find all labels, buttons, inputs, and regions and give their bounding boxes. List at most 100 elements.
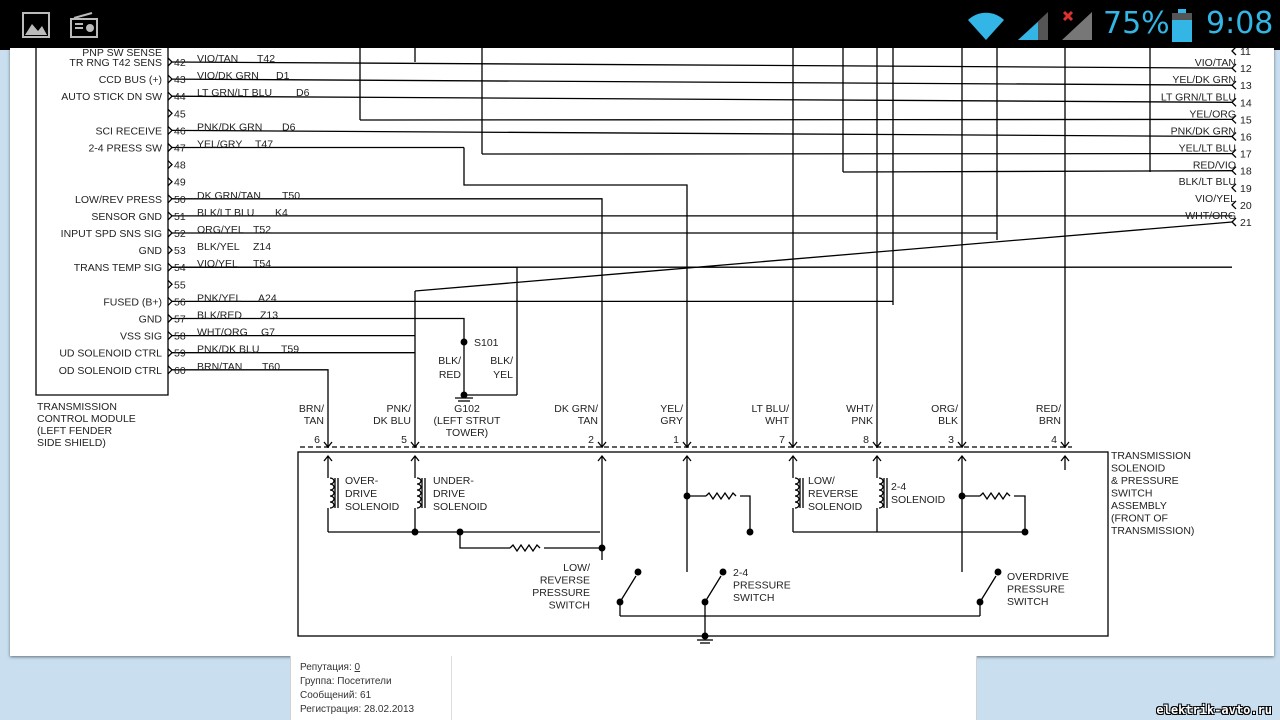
- od-solenoid-label: OVER-: [345, 475, 379, 487]
- switch-blade: [979, 575, 997, 603]
- pin-wire-color: YEL/GRY: [197, 139, 242, 151]
- registered-row: Регистрация: 28.02.2013: [300, 704, 415, 715]
- pin-number: 43: [174, 74, 186, 86]
- pin-circuit: G7: [261, 327, 275, 339]
- module-pin-label: TRANS TEMP SIG: [74, 262, 162, 274]
- pin-wire-color: BLK/YEL: [197, 241, 240, 253]
- connector-pin: 2: [588, 434, 594, 446]
- connector-wire-color: RED/VIO: [1193, 160, 1236, 172]
- splice-wire: RED: [439, 369, 462, 381]
- pin-number: 60: [174, 365, 186, 377]
- connector-wire-label: BRN: [1039, 415, 1061, 427]
- assembly-label: TRANSMISSION: [1111, 450, 1191, 462]
- pin-wire-color: BLK/RED: [197, 310, 242, 322]
- connector-pin: 4: [1051, 434, 1057, 446]
- connector-wire-label: WHT: [765, 415, 789, 427]
- harness-wire: [171, 95, 1233, 103]
- pin-number: 49: [174, 177, 186, 189]
- module-name: SIDE SHIELD): [37, 437, 106, 449]
- splice-dot: [460, 338, 468, 346]
- assembly-label: TRANSMISSION): [1111, 525, 1194, 537]
- resistor: [509, 543, 541, 553]
- ud-solenoid-label: DRIVE: [433, 488, 465, 500]
- harness-wire: [171, 129, 1233, 138]
- connector-pin: 8: [863, 434, 869, 446]
- assembly-box: [297, 451, 1109, 637]
- pin-number: 57: [174, 314, 186, 326]
- harness-wire: [359, 118, 1233, 121]
- junction-dot: [958, 492, 966, 500]
- junction-dot: [746, 528, 754, 536]
- assembly-label: SOLENOID: [1111, 463, 1166, 475]
- pin-number: 44: [174, 91, 186, 103]
- resistor: [979, 491, 1011, 501]
- lr-switch-label: PRESSURE: [532, 587, 590, 599]
- assembly-label: SWITCH: [1111, 488, 1152, 500]
- pin-number: 45: [174, 108, 186, 120]
- s24-solenoid-label: SOLENOID: [891, 494, 946, 506]
- pin-circuit: A24: [258, 292, 277, 304]
- switch-contact: [634, 568, 642, 576]
- pin-wire-color: BRN/TAN: [197, 361, 242, 373]
- connector-arrow: [957, 441, 967, 449]
- ground-label: TOWER): [446, 427, 488, 439]
- signal-icon: [1018, 12, 1048, 40]
- pin-number: 54: [174, 262, 186, 274]
- harness-wire: [172, 198, 603, 448]
- connector-wire-color: VIO/TAN: [1195, 57, 1236, 69]
- module-pin-label: INPUT SPD SNS SIG: [61, 228, 162, 240]
- connector-wire-label: RED/: [1036, 403, 1061, 415]
- wifi-icon: [968, 12, 1004, 40]
- connector-wire-label: TAN: [578, 415, 598, 427]
- connector-wire-color: VIO/YEL: [1195, 193, 1236, 205]
- connector-wire-label: DK GRN/: [554, 403, 598, 415]
- forum-user-info-panel: Репутация: 0 Группа: Посетители Сообщени…: [290, 656, 977, 720]
- pin-number: 46: [174, 125, 186, 137]
- pin-stub: [167, 279, 173, 289]
- module-pin-label: OD SOLENOID CTRL: [59, 365, 162, 377]
- reputation-link[interactable]: 0: [354, 662, 361, 673]
- switch-contact: [994, 568, 1002, 576]
- module-pin-label: CCD BUS (+): [99, 74, 162, 86]
- connector-pin-number: 17: [1240, 149, 1252, 161]
- image-icon: [22, 12, 50, 38]
- lr-switch-label: REVERSE: [540, 575, 590, 587]
- connector-wire-label: LT BLU/: [751, 403, 789, 415]
- connector-wire-color: YEL/LT BLU: [1179, 143, 1236, 155]
- reputation-row: Репутация: 0: [300, 662, 361, 673]
- od-solenoid-coil: [329, 477, 335, 509]
- ground-dot: [701, 632, 709, 640]
- pin-wire-color: BLK/LT BLU: [197, 207, 254, 219]
- module-pin-label: PNP SW SENSE: [82, 48, 162, 59]
- pin-circuit: D6: [296, 87, 310, 99]
- connector-arrow: [597, 441, 607, 449]
- module-name: (LEFT FENDER: [37, 425, 112, 437]
- pin-stub: [167, 177, 173, 187]
- battery-icon: [1172, 9, 1192, 42]
- radio-icon: [70, 12, 99, 38]
- harness-wire: [172, 369, 329, 448]
- assembly-label: (FRONT OF: [1111, 513, 1168, 525]
- harness-wire: [172, 317, 465, 395]
- pin-number: 51: [174, 211, 186, 223]
- connector-wire-label: TAN: [304, 415, 324, 427]
- junction-dot: [411, 528, 419, 536]
- pin-number: 47: [174, 143, 186, 155]
- connector-pin-number: 14: [1240, 97, 1252, 109]
- lr-solenoid-coil: [794, 477, 800, 509]
- pin-circuit: T42: [257, 53, 275, 65]
- module-name: TRANSMISSION: [37, 401, 117, 413]
- messages-row: Сообщений: 61: [300, 690, 372, 701]
- pin-circuit: D6: [282, 121, 296, 133]
- module-pin-label: UD SOLENOID CTRL: [59, 348, 162, 360]
- pin-number: 56: [174, 296, 186, 308]
- lr-solenoid-label: LOW/: [808, 475, 835, 487]
- harness-wire: [842, 170, 1233, 173]
- harness-wire: [171, 61, 1233, 69]
- pin-number: 48: [174, 160, 186, 172]
- pin-circuit: T54: [253, 258, 271, 270]
- junction-dot: [683, 492, 691, 500]
- connector-pin-number: 18: [1240, 166, 1252, 178]
- pin-wire-color: VIO/DK GRN: [197, 70, 259, 82]
